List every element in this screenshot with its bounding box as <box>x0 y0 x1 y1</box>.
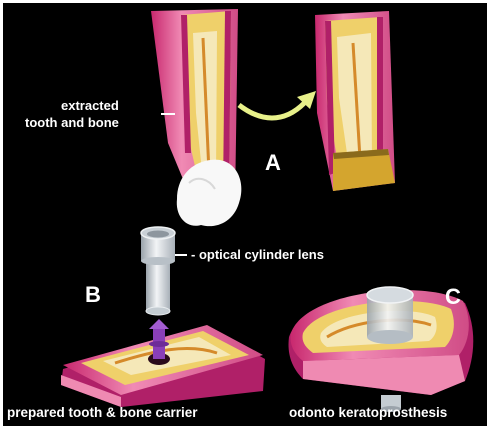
transfer-arrow <box>239 91 316 118</box>
diagram-illustration <box>3 3 487 426</box>
prepared-carrier <box>61 319 265 407</box>
step-b-label: B <box>85 283 101 307</box>
extracted-tooth-block <box>151 9 241 226</box>
optical-cylinder-lens <box>141 227 175 315</box>
prepared-lamina-block <box>315 11 395 191</box>
diagram-frame: extracted tooth and bone A - optical cyl… <box>3 3 487 426</box>
step-c-label: C <box>445 285 461 309</box>
tooth-and-bone-label-line2: tooth and bone <box>25 115 119 130</box>
tooth-and-bone-label-line1: extracted <box>61 98 119 113</box>
optical-cylinder-lens-label: - optical cylinder lens <box>191 247 324 262</box>
carrier-caption: prepared tooth & bone carrier <box>7 405 198 421</box>
prosthesis-caption: odonto keratoprosthesis <box>289 405 447 421</box>
step-a-label: A <box>265 151 281 175</box>
